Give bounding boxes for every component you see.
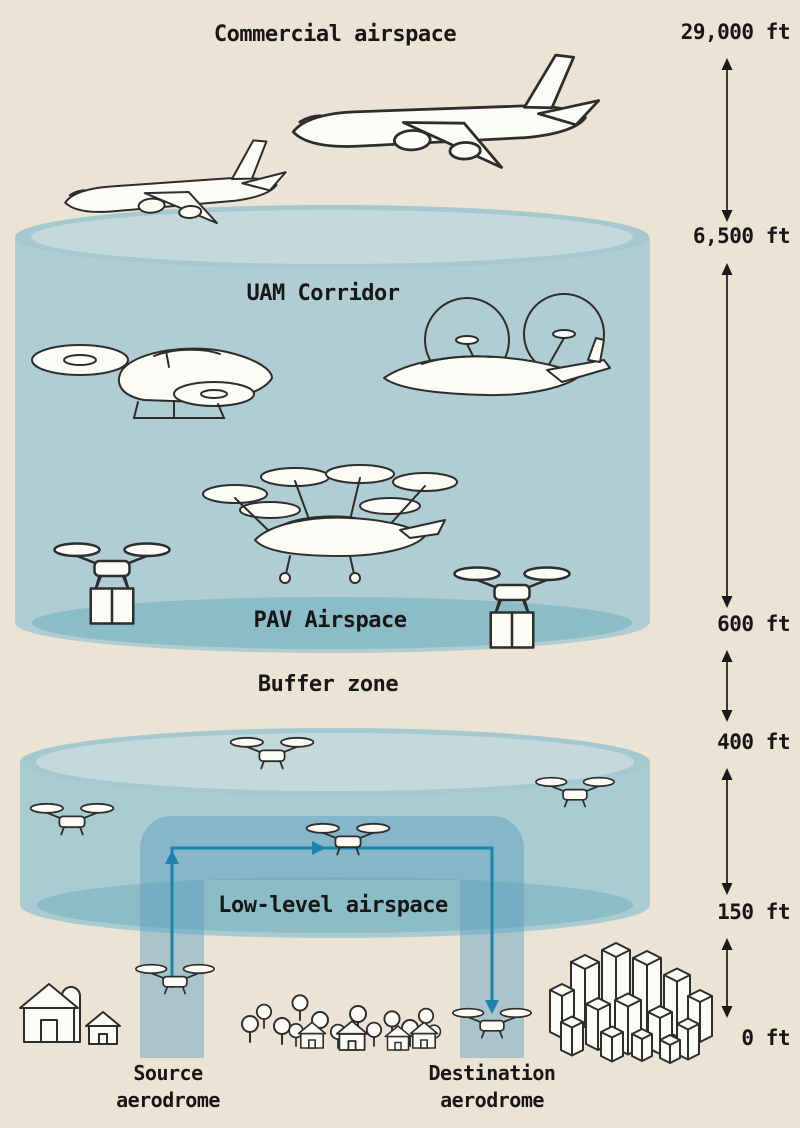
- buffer-zone-label: Buffer zone: [257, 672, 399, 697]
- low-level-airspace-label: Low-level airspace: [218, 893, 448, 918]
- city-buildings: [549, 942, 713, 1064]
- low-level-disc: [37, 877, 633, 933]
- building-box-icon: [631, 1028, 653, 1062]
- destination-aerodrome-label: Destination aerodrome: [428, 1061, 556, 1112]
- tree-icon: [273, 1017, 291, 1045]
- house-icon: [85, 1011, 121, 1045]
- altitude-range-arrow: [721, 938, 733, 1018]
- pav-airspace-label: PAV Airspace: [253, 608, 407, 633]
- tree-icon: [365, 1021, 383, 1047]
- altitude-range-arrow: [721, 650, 733, 722]
- altitude-label-150ft: 150 ft: [717, 900, 790, 924]
- building-box-icon: [560, 1015, 584, 1057]
- altitude-range-arrow: [721, 768, 733, 895]
- altitude-range-arrow: [721, 263, 733, 608]
- uam-corridor-label: UAM Corridor: [246, 281, 400, 306]
- altitude-label-0ft: 0 ft: [741, 1026, 790, 1050]
- flight-path-arrow-down: [485, 1000, 499, 1014]
- farm: [19, 983, 121, 1045]
- altitude-label-400ft: 400 ft: [717, 730, 790, 754]
- commercial-airspace-label: Commercial airspace: [213, 22, 457, 47]
- altitude-scale: [721, 58, 733, 1018]
- altitude-label-600ft: 600 ft: [717, 612, 790, 636]
- altitude-label-6500ft: 6,500 ft: [692, 224, 791, 248]
- pav-airspace-disc: [32, 597, 632, 649]
- altitude-label-29000ft: 29,000 ft: [680, 20, 791, 44]
- building-box-icon: [659, 1034, 681, 1064]
- tree-icon: [241, 1015, 259, 1043]
- flight-path-arrow-up: [165, 850, 179, 864]
- evtol-tiltrotor-icon: [383, 293, 611, 397]
- tree-icon: [291, 994, 309, 1021]
- airliner-icon: [289, 52, 603, 177]
- building-box-icon: [600, 1025, 624, 1063]
- evtol-multirotor-icon: [202, 464, 458, 584]
- flight-path: [165, 841, 499, 1014]
- altitude-range-arrow: [721, 58, 733, 222]
- building-box-icon: [676, 1017, 700, 1061]
- flight-path-arrow-right: [312, 841, 326, 855]
- uam-corridor-cylinder: [15, 205, 650, 653]
- evtol-flying-car-icon: [31, 344, 273, 419]
- source-aerodrome-label: Source aerodrome: [116, 1061, 220, 1112]
